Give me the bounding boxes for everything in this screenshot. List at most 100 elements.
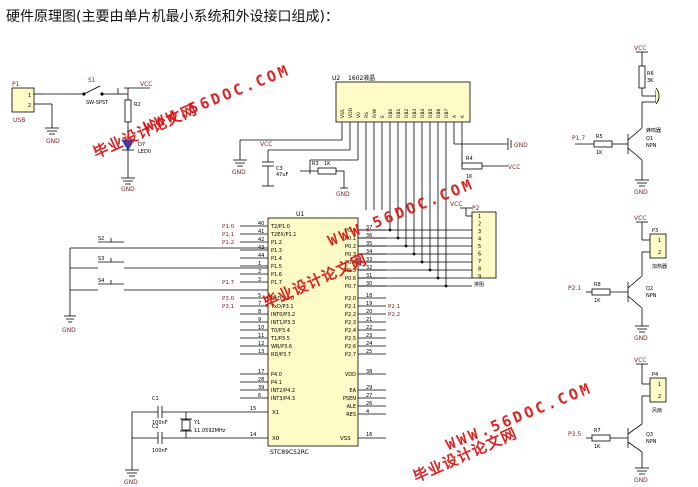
lcd-pin-name: R/W: [372, 108, 378, 118]
mcu-pin-number: 14: [250, 432, 256, 438]
c3-ref: C3: [276, 166, 283, 172]
mcu-pin-number: 41: [258, 229, 264, 235]
mcu-pin-number: 44: [258, 253, 264, 259]
lcd-pin-name: DB2: [404, 108, 410, 118]
c1-ref: C1: [152, 396, 159, 402]
mcu-pin-name: P0.3: [345, 252, 356, 258]
gnd-label: GND: [232, 169, 246, 176]
resistor-network: [471, 211, 497, 279]
gnd-label: GND: [634, 477, 648, 484]
p3-pin2: 2: [658, 250, 661, 256]
r7-ref: R7: [594, 428, 601, 434]
lcd-power-wiring: [233, 128, 512, 210]
junction-dot: [412, 252, 416, 256]
r3-value: 1K: [324, 161, 331, 167]
mcu-pin-name: INT3/P4.3: [271, 396, 295, 402]
heater-label: 加热器: [652, 263, 667, 270]
r7-value: 1K: [594, 444, 601, 450]
mcu-pin-number: 32: [366, 265, 372, 271]
mcu-pin-number: 35: [366, 241, 372, 247]
mcu-pin-name: P1.6: [271, 272, 282, 278]
vcc-label: VCC: [140, 81, 152, 88]
mcu-pin-name: VDD: [345, 372, 356, 378]
lcd-name: 1602液晶: [348, 74, 375, 82]
mcu-pin-name: P2.5: [345, 336, 356, 342]
s1-ref: S1: [88, 77, 96, 84]
p4-pin1: 1: [658, 382, 661, 388]
y1-ref: Y1: [193, 420, 200, 426]
mcu-pin-number: 11: [258, 333, 264, 339]
mcu-pin-number: 34: [366, 249, 372, 255]
mcu-pin-number: 26: [366, 401, 372, 407]
pin-vss: VSS: [340, 436, 351, 442]
mcu-pin-name: T1/P3.5: [270, 336, 290, 342]
p1-ref: P1: [12, 81, 20, 88]
lcd-pin-name: VDD: [348, 107, 354, 118]
lcd-pin-name: DB6: [436, 108, 442, 118]
mcu-pin-number: 37: [366, 225, 372, 231]
junction-dot: [396, 236, 400, 240]
mcu-pin-number: 39: [258, 385, 264, 391]
mcu-pin-name: T2/P1.0: [270, 224, 290, 230]
usb-connector: [11, 87, 70, 135]
junction-dot: [420, 260, 424, 264]
mcu-pin-number: 25: [366, 349, 372, 355]
mcu-pin-name: P4.1: [271, 380, 282, 386]
mcu-pin-number: 33: [366, 257, 372, 263]
net-label: P3.1: [222, 304, 234, 310]
s2-ref: S2: [98, 236, 104, 242]
crystal-circuit: [125, 406, 268, 477]
p2-pin-number: 2: [478, 222, 481, 228]
mcu-pin-name: P1.5: [271, 264, 282, 270]
lcd-pin-name: A: [452, 114, 458, 118]
mcu-pin-number: 19: [366, 301, 372, 307]
mcu-pin-name: RD/P3.7: [271, 352, 291, 358]
junction-dot: [444, 284, 448, 288]
net-p17: P1.7: [572, 135, 585, 142]
r2-ref: R2: [134, 102, 141, 108]
u1-ref: U1: [296, 211, 304, 218]
mcu-pin-number: 6: [258, 393, 261, 399]
net-p21: P2.1: [568, 285, 581, 292]
junction-dot: [404, 244, 408, 248]
q2-type: NPN: [646, 293, 657, 299]
heater-circuit: [586, 221, 667, 333]
lcd-pin-name: VSS: [340, 109, 346, 118]
mcu-pin-number: 23: [366, 333, 372, 339]
s3-ref: S3: [98, 256, 104, 262]
p2-name: 排阻: [474, 281, 484, 288]
lcd-pin-name: DB3: [412, 108, 418, 118]
mcu-pin-name: P4.0: [271, 372, 282, 378]
mcu-pin-name: EA: [349, 388, 356, 394]
r6-value: 3K: [647, 78, 654, 84]
pin-x1: X1: [272, 410, 279, 416]
gnd-label: GND: [336, 191, 350, 198]
gnd-label: GND: [121, 186, 135, 193]
lcd-pin-name: DB5: [428, 108, 434, 118]
mcu-pin-number: 12: [258, 341, 264, 347]
vcc-label: VCC: [634, 45, 646, 52]
mcu-pin-name: P2.2: [345, 312, 356, 318]
s4-ref: S4: [98, 278, 104, 284]
mcu-pin-number: 18: [366, 293, 372, 299]
fan-label: 风扇: [652, 407, 662, 414]
mcu-pin-number: 15: [250, 406, 256, 412]
mcu-pin-number: 2: [258, 269, 261, 275]
gnd-label: GND: [514, 142, 528, 149]
q3-type: NPN: [646, 439, 657, 445]
lcd-pin-name: DB1: [396, 108, 402, 118]
p2-pin-number: 9: [478, 274, 481, 280]
vcc-label: VCC: [634, 215, 646, 222]
p4-ref: P4: [652, 372, 658, 378]
pin-x0: X0: [272, 436, 280, 442]
mcu-pin-number: 1: [258, 261, 261, 267]
p2-ref: P2: [472, 205, 480, 212]
u2-ref: U2: [332, 75, 340, 82]
net-label: P1.1: [222, 232, 234, 238]
c2-ref: C2: [152, 424, 159, 430]
mcu-pin-number: 10: [258, 325, 264, 331]
mcu-model: STC89C52RC: [270, 449, 309, 456]
mcu-pin-name: PSEN: [343, 396, 356, 402]
buzzer-circuit: [575, 51, 660, 187]
r6-ref: R6: [647, 71, 654, 77]
